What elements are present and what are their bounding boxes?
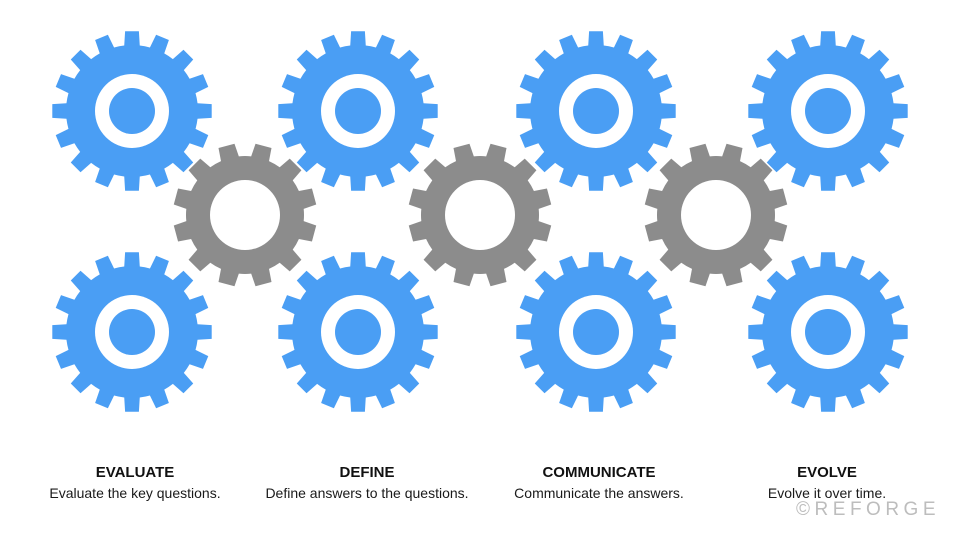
gear-connector-3-hole xyxy=(681,180,751,250)
gear-communicate-bottom xyxy=(516,252,676,412)
step-evaluate-title: EVALUATE xyxy=(95,464,175,481)
gear-evaluate-bottom-hub xyxy=(109,309,155,355)
step-communicate-title: COMMUNICATE xyxy=(542,464,656,481)
gear-connector-2 xyxy=(408,143,552,287)
step-evaluate: EVALUATE Evaluate the key questions. xyxy=(15,463,255,503)
gear-evaluate-top-hub xyxy=(109,88,155,134)
gear-connector-2-hole xyxy=(445,180,515,250)
step-define-description: Define answers to the questions. xyxy=(265,485,469,501)
step-evolve-title: EVOLVE xyxy=(797,464,857,481)
step-define-title: DEFINE xyxy=(339,464,395,481)
reforge-watermark: ©REFORGE xyxy=(796,499,940,520)
gear-define-top-hub xyxy=(335,88,381,134)
step-communicate-description: Communicate the answers. xyxy=(514,485,684,501)
gear-define-top xyxy=(278,31,438,191)
gear-evolve-top xyxy=(748,31,908,191)
gear-evaluate-top xyxy=(52,31,212,191)
step-evolve-description: Evolve it over time. xyxy=(767,485,887,501)
gear-connector-1 xyxy=(173,143,317,287)
step-evolve: EVOLVE Evolve it over time. xyxy=(707,463,947,503)
step-evaluate-description: Evaluate the key questions. xyxy=(49,485,221,501)
gear-define-bottom xyxy=(278,252,438,412)
gear-connector-3 xyxy=(644,143,788,287)
gear-communicate-bottom-hub xyxy=(573,309,619,355)
gear-connector-1-hole xyxy=(210,180,280,250)
step-communicate: COMMUNICATE Communicate the answers. xyxy=(479,463,719,503)
gear-communicate-top-hub xyxy=(573,88,619,134)
gear-evolve-bottom xyxy=(748,252,908,412)
gear-evolve-bottom-hub xyxy=(805,309,851,355)
gear-evolve-top-hub xyxy=(805,88,851,134)
gear-evaluate-bottom xyxy=(52,252,212,412)
gear-define-bottom-hub xyxy=(335,309,381,355)
step-define: DEFINE Define answers to the questions. xyxy=(247,463,487,503)
gear-communicate-top xyxy=(516,31,676,191)
